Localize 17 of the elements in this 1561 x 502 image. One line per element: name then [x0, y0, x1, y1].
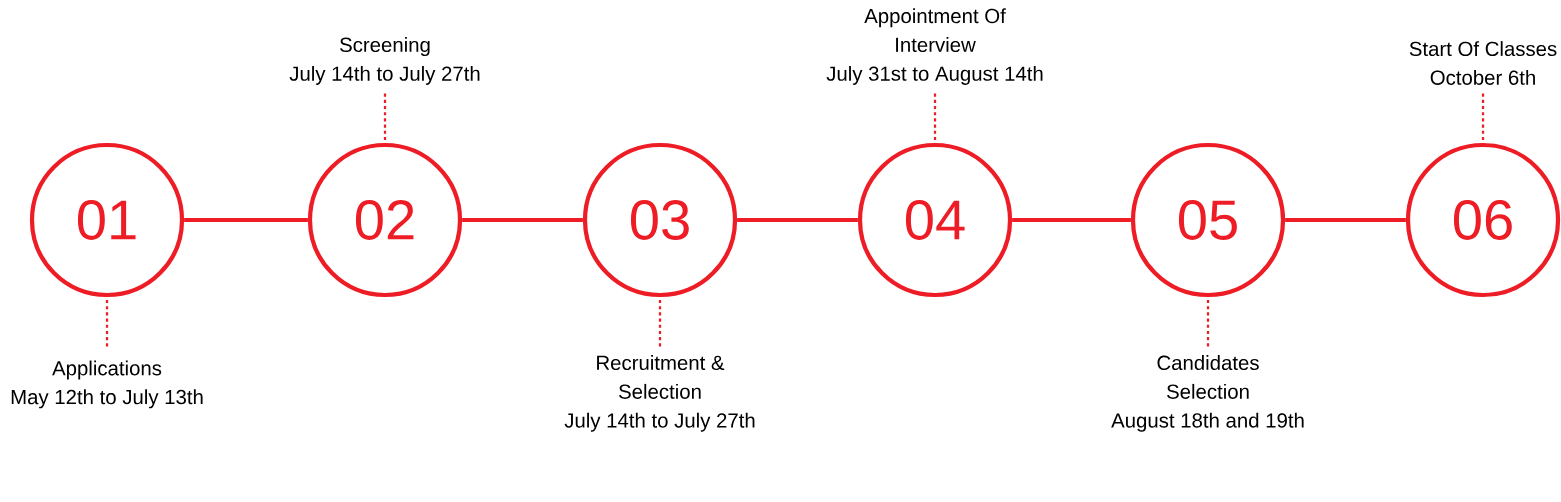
- connector-line: [1285, 217, 1406, 223]
- leader-line: [1206, 297, 1210, 347]
- step-label: Appointment Of Interview July 31st to August 14th: [826, 8, 1043, 85]
- step-label: Candidates Selection August 18th and 19th: [1111, 355, 1304, 432]
- step-label: Screening July 14th to July 27th: [289, 37, 480, 85]
- leader-line: [933, 93, 937, 143]
- step-label: Start Of Classes October 6th: [1409, 41, 1557, 85]
- connector-line: [184, 217, 308, 223]
- leader-line: [383, 93, 387, 143]
- leader-line: [658, 297, 662, 347]
- connector-line: [462, 217, 583, 223]
- step-label: Recruitment & Selection July 14th to July 27th: [564, 355, 755, 432]
- connector-line: [737, 217, 858, 223]
- connector-line: [1012, 217, 1131, 223]
- step-label: Applications May 12th to July 13th: [11, 360, 203, 409]
- leader-line: [1481, 93, 1485, 143]
- leader-line: [105, 297, 109, 347]
